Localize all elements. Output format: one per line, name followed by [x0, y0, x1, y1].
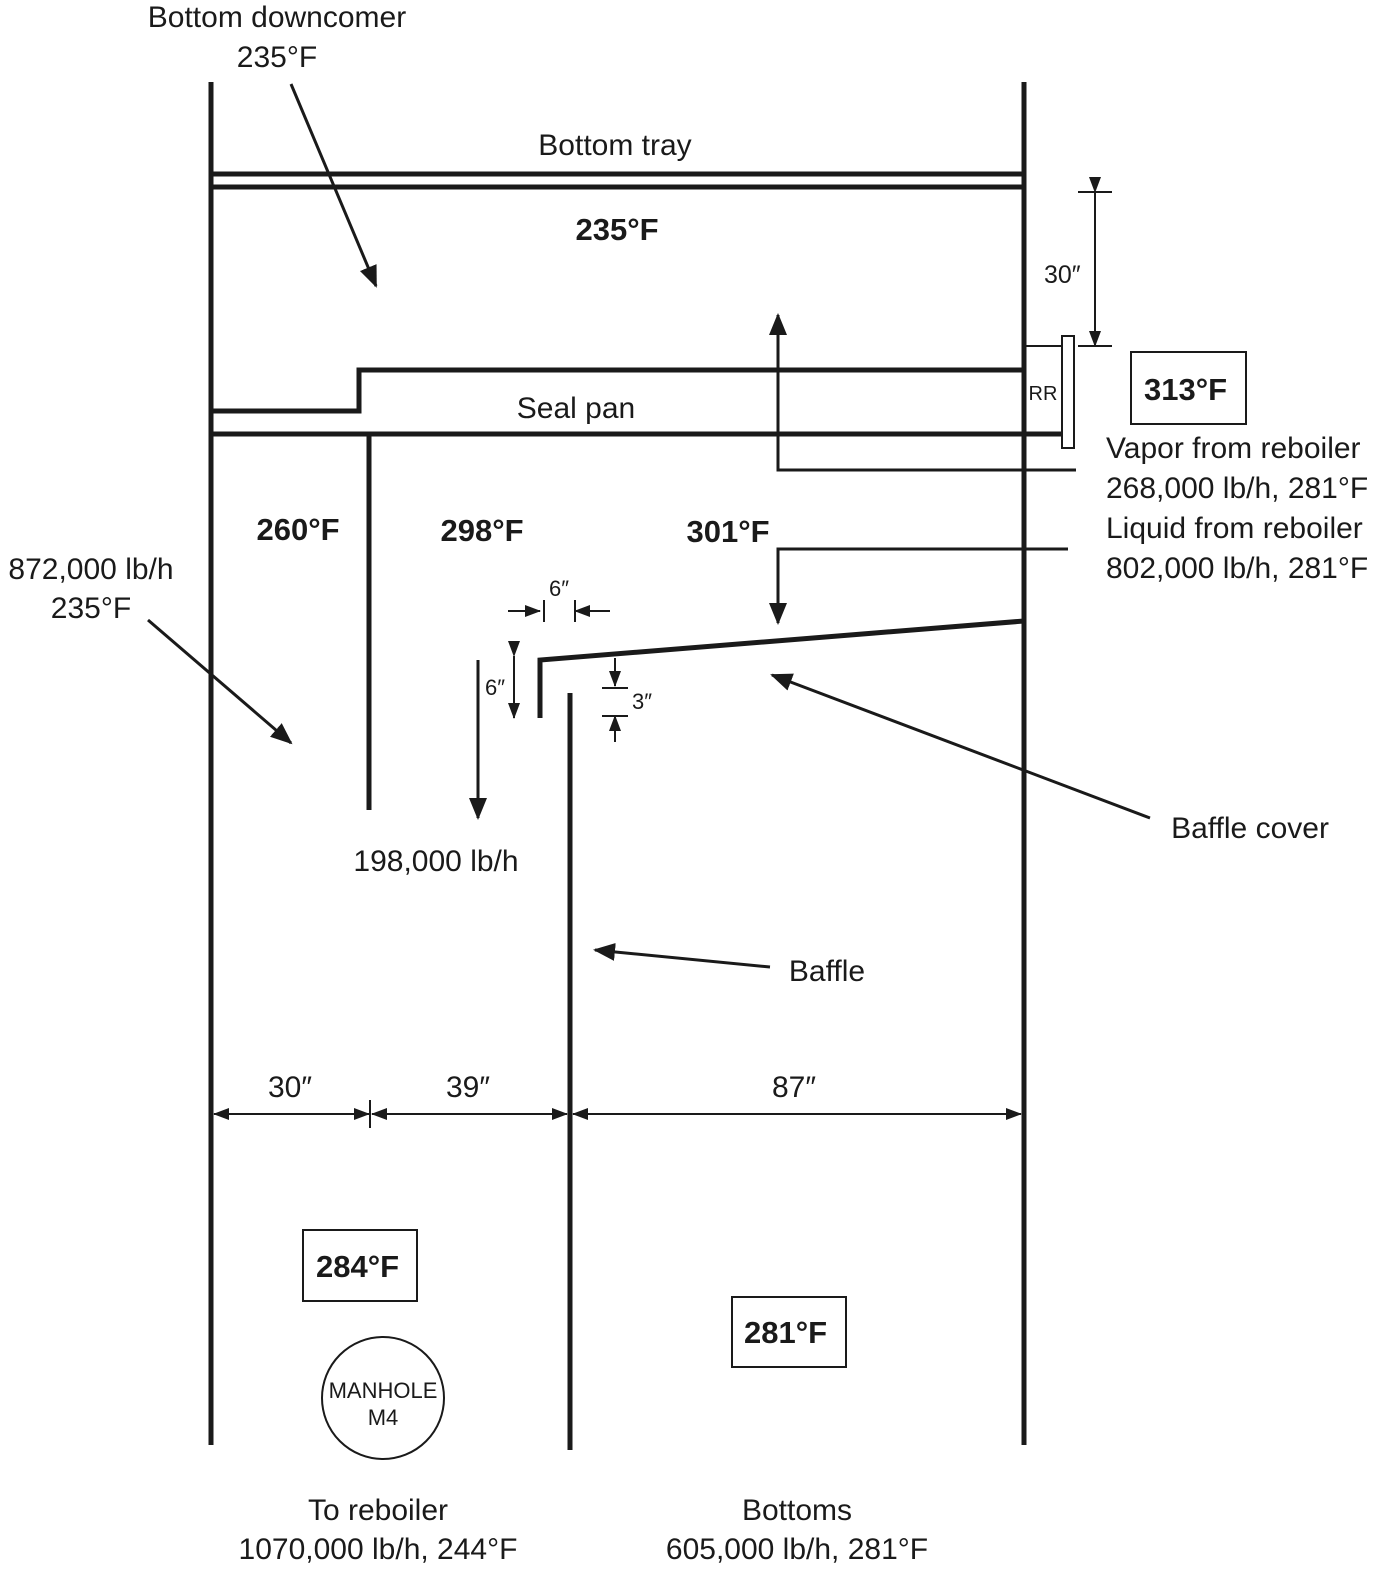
dim-87-label: 87″	[772, 1071, 816, 1104]
to-reboiler-detail: 1070,000 lb/h, 244°F	[239, 1533, 518, 1566]
temp-281-label: 281°F	[744, 1315, 827, 1350]
temp-313-label: 313°F	[1144, 372, 1227, 407]
baffle-cover-label: Baffle cover	[1171, 812, 1329, 845]
bottoms-title: Bottoms	[742, 1494, 852, 1527]
temp-281-box	[731, 1296, 847, 1368]
temp-284-box	[302, 1229, 418, 1302]
bottom-downcomer-label: Bottom downcomer	[148, 1, 406, 34]
bottoms-detail: 605,000 lb/h, 281°F	[666, 1533, 928, 1566]
vapor-title: Vapor from reboiler	[1106, 432, 1361, 465]
baffle-cover	[537, 618, 1025, 718]
feed-temp-label: 235°F	[51, 592, 131, 625]
baffle-cover-pointer	[770, 673, 1151, 820]
manhole-label-line2: M4	[368, 1405, 399, 1430]
feed-pointer	[147, 618, 293, 745]
feed-flow-label: 872,000 lb/h	[8, 553, 173, 586]
reboiler-return-plate	[1061, 335, 1075, 449]
vapor-flow-arrow	[769, 313, 1076, 472]
manhole-m4	[321, 1336, 445, 1460]
bottom-tray-label: Bottom tray	[538, 129, 691, 162]
rr-label: RR	[1029, 383, 1058, 405]
liquid-flow-arrow	[769, 547, 1068, 625]
to-reboiler-title: To reboiler	[308, 1494, 448, 1527]
bottom-downcomer-pointer	[289, 83, 378, 288]
temp-313-box	[1130, 351, 1247, 425]
baffle-label: Baffle	[789, 955, 865, 988]
dim-3-label: 3″	[632, 689, 652, 714]
tray-space-temp: 235°F	[575, 212, 658, 247]
dim-30-label: 30″	[268, 1071, 312, 1104]
manhole-label-line1: MANHOLE	[329, 1378, 438, 1403]
temp-298-label: 298°F	[440, 513, 523, 548]
liquid-title: Liquid from reboiler	[1106, 512, 1363, 545]
flow-198-label: 198,000 lb/h	[353, 845, 518, 878]
temp-260-label: 260°F	[256, 512, 339, 547]
seal-pan-label: Seal pan	[517, 392, 635, 425]
seal-pan-upper-line	[211, 367, 1024, 414]
dim-39-label: 39″	[446, 1071, 490, 1104]
baffle-pointer	[593, 942, 771, 969]
temp-301-label: 301°F	[686, 514, 769, 549]
vapor-detail: 268,000 lb/h, 281°F	[1106, 472, 1368, 505]
dim-6-vert-label: 6″	[485, 675, 505, 700]
dim-6-horiz-label: 6″	[549, 576, 569, 601]
temp-284-label: 284°F	[316, 1249, 399, 1284]
liquid-detail: 802,000 lb/h, 281°F	[1106, 552, 1368, 585]
dim-30-vertical-label: 30″	[1044, 261, 1081, 289]
bottom-downcomer-temp: 235°F	[237, 41, 317, 74]
